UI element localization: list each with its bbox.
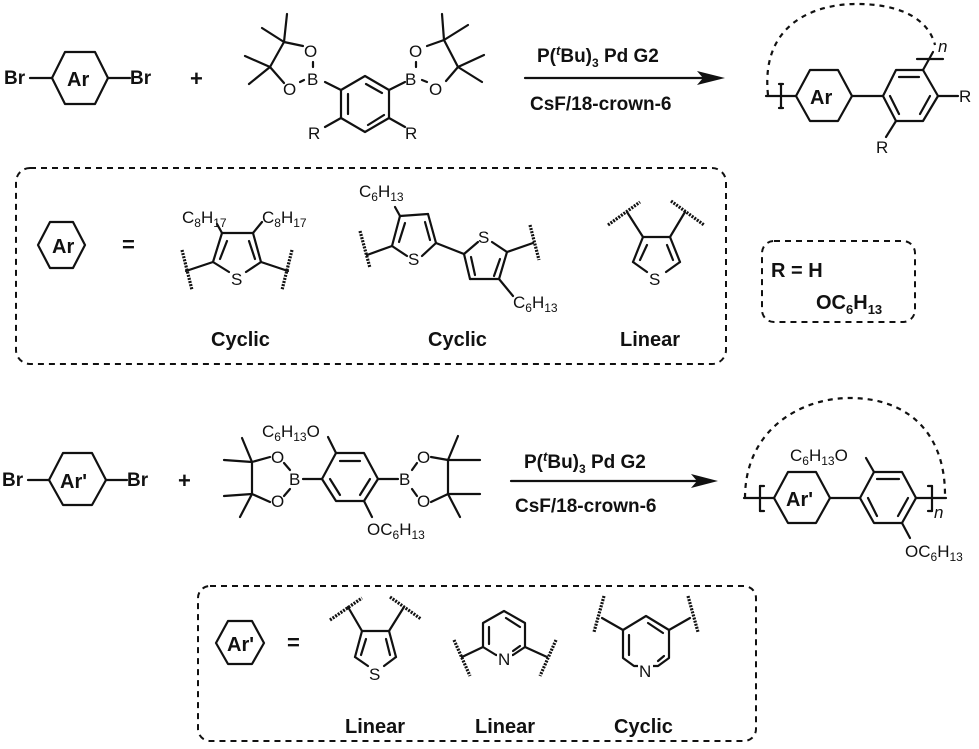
- r-definition-box: R = H OC6H13: [761, 240, 916, 323]
- hexyloxy-top: C6H13O: [262, 422, 320, 444]
- oxygen-left-bottom: O: [283, 80, 296, 99]
- scheme-2: Br Ar' Br + C6H13O OC6H13 B O O: [2, 396, 963, 742]
- ar-prime-definition-box: Ar' = S Linear: [197, 585, 757, 742]
- ar-option-dihexylbithiophene: C6H13 S S: [358, 182, 558, 351]
- octyl-left: C8H17: [182, 208, 227, 230]
- product-ar-label: Ar: [810, 87, 832, 109]
- scheme-1: Br Ar Br + R R B O O: [4, 2, 971, 365]
- ar-option-3-label: Linear: [620, 329, 680, 351]
- dibromo-arene-reactant: Br Ar Br: [4, 50, 152, 106]
- bromine-right: Br: [130, 68, 152, 89]
- bromine-left: Br: [4, 68, 26, 89]
- sulfur-atom: S: [231, 270, 242, 289]
- ar-prime-legend-label: Ar': [227, 634, 254, 656]
- polymer-product-1: Ar R R n: [764, 2, 971, 157]
- ar-box-border: [15, 167, 727, 365]
- product-hexyloxy-top: C6H13O: [790, 446, 848, 468]
- sulfur-atom-3: S: [649, 270, 660, 289]
- ar-prime-option-3-label: Cyclic: [614, 716, 673, 738]
- r-equals-hexyloxy: OC6H13: [816, 292, 882, 317]
- ar-legend-label: Ar: [52, 236, 74, 258]
- nitrogen-atom-2: N: [639, 662, 651, 681]
- boron-right-2: B: [399, 470, 410, 489]
- oxygen-left-top: O: [304, 42, 317, 61]
- r-substituent-left: R: [308, 124, 320, 143]
- ar-prime-option-pyridine-3-5-diyl: N Cyclic: [592, 595, 700, 738]
- equals-sign-2: =: [287, 630, 300, 655]
- product-r-bottom: R: [876, 138, 888, 157]
- boron-left: B: [307, 70, 318, 89]
- polymer-product-2: Ar' C6H13O OC6H13 n: [742, 396, 963, 564]
- octyl-right: C8H17: [262, 208, 307, 230]
- hexyloxy-bottom: OC6H13: [367, 520, 425, 542]
- product-ar-prime-label: Ar': [786, 489, 813, 511]
- oxygen-right-top-2: O: [417, 448, 430, 467]
- boron-left-2: B: [289, 470, 300, 489]
- ar-prime-ring-label: Ar': [60, 471, 87, 493]
- dibromo-arene-prime-reactant: Br Ar' Br: [2, 451, 149, 507]
- product-hexyloxy-bottom: OC6H13: [905, 542, 963, 564]
- plus-sign: +: [190, 66, 203, 91]
- oxygen-right-top: O: [409, 42, 422, 61]
- bis-boronic-ester-reactant: R R B O O B O O: [243, 12, 486, 143]
- bromine-right-2: Br: [127, 470, 149, 491]
- ar-prime-box-border: [197, 585, 757, 742]
- reagents-label-2: CsF/18-crown-6: [515, 496, 656, 517]
- ar-prime-option-1-label: Linear: [345, 716, 405, 738]
- ar-option-dioctylthiophene: C8H17 C8H17 S Cyclic: [180, 208, 307, 351]
- product-r-right: R: [959, 87, 971, 106]
- r-box-border: [761, 240, 916, 323]
- oxygen-right-bottom: O: [429, 80, 442, 99]
- hexyl-top: C6H13: [359, 182, 404, 204]
- ar-prime-option-thiophene-3-4-diyl: S Linear: [329, 595, 422, 738]
- plus-sign-2: +: [178, 468, 191, 493]
- catalyst-label-2: P(tBu)3 Pd G2: [524, 449, 646, 476]
- ar-definition-box: Ar = C8H17 C8H17 S Cyclic: [15, 167, 727, 365]
- sulfur-atom-right-ring: S: [478, 228, 489, 247]
- ar-prime-option-pyridine-2-6-diyl: N Linear: [452, 609, 558, 738]
- ar-option-thiophene-3-4-diyl: S Linear: [607, 199, 705, 351]
- reaction-arrow-1: P(tBu)3 Pd G2 CsF/18-crown-6: [523, 43, 725, 115]
- hexyl-bottom: C6H13: [513, 293, 558, 315]
- reagents-label: CsF/18-crown-6: [530, 94, 671, 115]
- dialkoxy-bis-boronic-ester-reactant: C6H13O OC6H13 B O O B O O: [222, 422, 482, 542]
- oxygen-right-bottom-2: O: [417, 492, 430, 511]
- catalyst-label: P(tBu)3 Pd G2: [537, 43, 659, 70]
- arrow-head-2: [691, 474, 718, 488]
- r-equals-h: R = H: [771, 260, 823, 282]
- bromine-left-2: Br: [2, 470, 24, 491]
- ar-option-1-label: Cyclic: [211, 329, 270, 351]
- repeat-unit-n-2: n: [934, 503, 943, 522]
- ar-ring-label: Ar: [67, 69, 89, 91]
- oxygen-left-bottom-2: O: [271, 492, 284, 511]
- equals-sign: =: [122, 232, 135, 257]
- boron-right: B: [405, 70, 416, 89]
- sulfur-atom-4: S: [369, 665, 380, 684]
- arrow-head: [697, 71, 725, 85]
- reaction-arrow-2: P(tBu)3 Pd G2 CsF/18-crown-6: [509, 449, 718, 517]
- repeat-unit-n: n: [938, 37, 947, 56]
- nitrogen-atom-1: N: [498, 650, 510, 669]
- oxygen-left-top-2: O: [271, 448, 284, 467]
- r-substituent-right: R: [405, 124, 417, 143]
- ar-prime-option-2-label: Linear: [475, 716, 535, 738]
- ar-option-2-label: Cyclic: [428, 329, 487, 351]
- sulfur-atom-left-ring: S: [408, 250, 419, 269]
